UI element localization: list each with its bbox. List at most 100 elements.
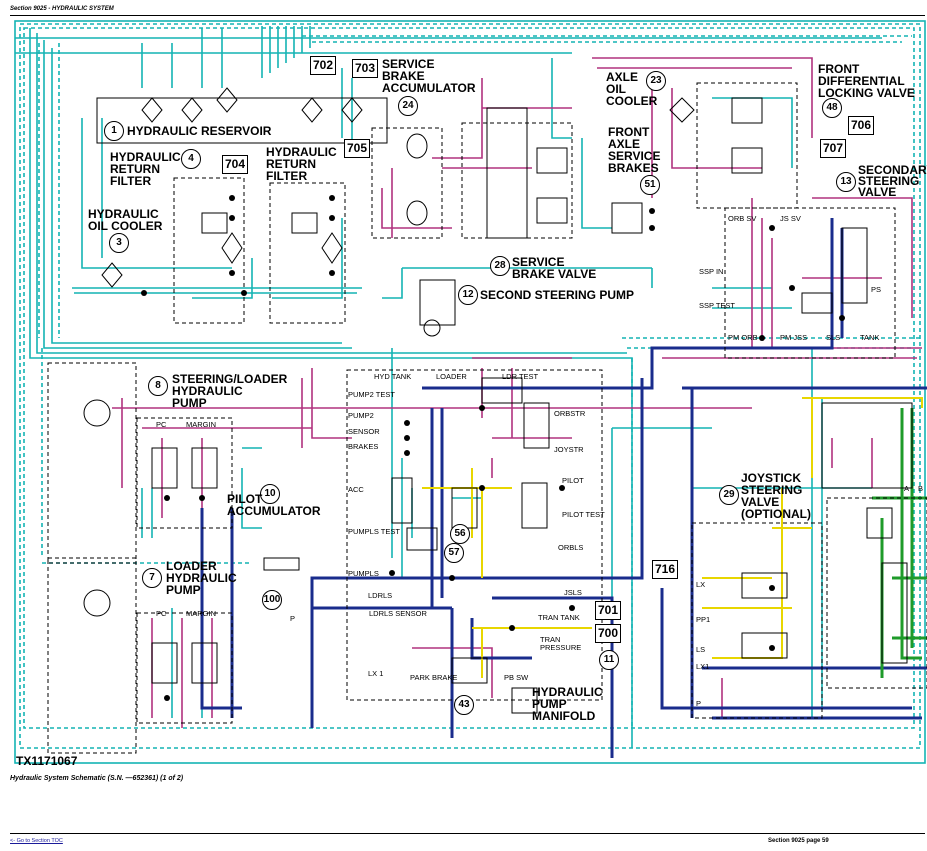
- port-a: A: [904, 484, 910, 493]
- port-pumpls-test: PUMPLS TEST: [348, 527, 400, 536]
- callout-10: 10: [260, 484, 280, 504]
- port-margin-upper: MARGIN: [186, 420, 216, 429]
- label-hydraulic-reservoir: HYDRAULIC RESERVOIR: [127, 124, 272, 138]
- port-joystr: JOYSTR: [554, 445, 584, 454]
- box-702: 702: [310, 56, 336, 75]
- figure-id: TX1171067: [16, 754, 78, 768]
- port-js-sv: JS SV: [780, 214, 801, 223]
- label-secondary-steering-2: STEERING: [858, 174, 920, 188]
- label-brake-accumulator-3: ACCUMULATOR: [382, 81, 476, 95]
- port-pumpls: PUMPLS: [348, 569, 379, 578]
- box-700: 700: [595, 624, 621, 643]
- box-706: 706: [848, 116, 874, 135]
- callout-51: 51: [640, 175, 660, 195]
- label-front-axle-brakes-3: SERVICE: [608, 149, 661, 163]
- label-second-steering-pump: SECOND STEERING PUMP: [480, 288, 635, 302]
- label-brake-accumulator-1: SERVICE: [382, 57, 435, 71]
- label-pump-manifold-2: PUMP: [532, 697, 567, 711]
- page-number: Section 9025 page 59: [768, 838, 829, 844]
- callout-8: 8: [148, 376, 168, 396]
- callout-48: 48: [822, 98, 842, 118]
- label-axle-oil-cooler-1: AXLE: [606, 70, 639, 84]
- port-sensor: SENSOR: [348, 427, 380, 436]
- label-diff-lock-3: LOCKING VALVE: [818, 86, 915, 100]
- port-margin-lower: MARGIN: [186, 609, 216, 618]
- box-703: 703: [352, 59, 378, 78]
- label-oil-cooler-2: OIL COOLER: [88, 219, 163, 233]
- label-pilot-accumulator-1: PILOT: [227, 492, 263, 506]
- port-orb-sv: ORB SV: [728, 214, 757, 223]
- callout-56: 56: [450, 524, 470, 544]
- toc-link[interactable]: <- Go to Section TOC: [10, 838, 63, 844]
- port-pb-sw: PB SW: [504, 673, 529, 682]
- port-loader: LOADER: [436, 372, 467, 381]
- label-pump-manifold-1: HYDRAULIC: [532, 685, 603, 699]
- port-ls: LS: [696, 645, 706, 654]
- port-pilot: PILOT: [562, 476, 584, 485]
- label-pump-manifold-3: MANIFOLD: [532, 709, 596, 723]
- port-ssp-in: SSP IN: [699, 267, 724, 276]
- label-loader-pump-2: HYDRAULIC: [166, 571, 237, 585]
- label-loader-pump-3: PUMP: [166, 583, 201, 597]
- port-ps: PS: [871, 285, 882, 294]
- port-sls: SLS: [826, 333, 841, 342]
- label-axle-oil-cooler-2: OIL: [606, 82, 626, 96]
- label-brake-valve-1: SERVICE: [512, 255, 565, 269]
- callout-24: 24: [398, 96, 418, 116]
- port-ldrls-sensor: LDRLS SENSOR: [369, 609, 427, 618]
- callout-43: 43: [454, 695, 474, 715]
- label-oil-cooler-1: HYDRAULIC: [88, 207, 159, 221]
- label-return-filter-a-3: FILTER: [110, 174, 152, 188]
- label-steering-pump-3: PUMP: [172, 396, 207, 410]
- callout-13: 13: [836, 172, 856, 192]
- label-joystick-valve-1: JOYSTICK: [741, 471, 802, 485]
- footer-rule: [10, 833, 925, 834]
- label-brake-valve-2: BRAKE VALVE: [512, 267, 597, 281]
- callout-1: 1: [104, 121, 124, 141]
- port-pump2-test: PUMP2 TEST: [348, 390, 395, 399]
- label-secondary-steering-1: SECONDARY: [858, 163, 927, 177]
- box-704: 704: [222, 155, 248, 174]
- box-707: 707: [820, 139, 846, 158]
- port-jsls: JSLS: [564, 588, 582, 597]
- figure-caption: Hydraulic System Schematic (S.N. —652361…: [10, 775, 184, 782]
- label-joystick-valve-3: VALVE: [741, 495, 780, 509]
- port-brakes: BRAKES: [348, 442, 379, 451]
- callout-7: 7: [142, 568, 162, 588]
- port-tank: TANK: [860, 333, 880, 342]
- label-loader-pump-1: LOADER: [166, 559, 217, 573]
- label-return-filter-b-3: FILTER: [266, 169, 308, 183]
- hydraulic-schematic: 702 703 704 705 706 707 716 701 700 1 3 …: [12, 18, 927, 768]
- port-pump2: PUMP2: [348, 411, 374, 420]
- label-brake-accumulator-2: BRAKE: [382, 69, 425, 83]
- port-b: B: [918, 484, 924, 493]
- label-return-filter-a-2: RETURN: [110, 162, 160, 176]
- header-rule: [10, 15, 925, 16]
- port-pc-upper: PC: [156, 420, 167, 429]
- port-lx1-joystick: LX1: [696, 662, 710, 671]
- callout-100: 100: [262, 590, 282, 610]
- label-steering-pump-2: HYDRAULIC: [172, 384, 243, 398]
- callout-11: 11: [599, 650, 619, 670]
- schematic-lines: [14, 20, 927, 764]
- label-return-filter-a-1: HYDRAULIC: [110, 150, 181, 164]
- callout-4: 4: [181, 149, 201, 169]
- port-park-brake: PARK BRAKE: [410, 673, 458, 682]
- label-pilot-accumulator-2: ACCUMULATOR: [227, 504, 321, 518]
- box-716: 716: [652, 560, 678, 579]
- callout-3: 3: [109, 233, 129, 253]
- box-701: 701: [595, 601, 621, 620]
- port-tran-pressure: TRAN PRESSURE: [540, 635, 582, 652]
- label-secondary-steering-3: VALVE: [858, 185, 897, 199]
- label-front-axle-brakes-4: BRAKES: [608, 161, 659, 175]
- port-p-small: P: [290, 614, 296, 623]
- label-return-filter-b-2: RETURN: [266, 157, 316, 171]
- callout-57: 57: [444, 543, 464, 563]
- callout-28: 28: [490, 256, 510, 276]
- port-pm-jss: PM JSS: [780, 333, 808, 342]
- callout-23: 23: [646, 71, 666, 91]
- port-hyd-tank: HYD TANK: [374, 372, 412, 381]
- section-header: Section 9025 - HYDRAULIC SYSTEM: [10, 6, 114, 12]
- port-pc-lower: PC: [156, 609, 167, 618]
- port-p: P: [696, 699, 702, 708]
